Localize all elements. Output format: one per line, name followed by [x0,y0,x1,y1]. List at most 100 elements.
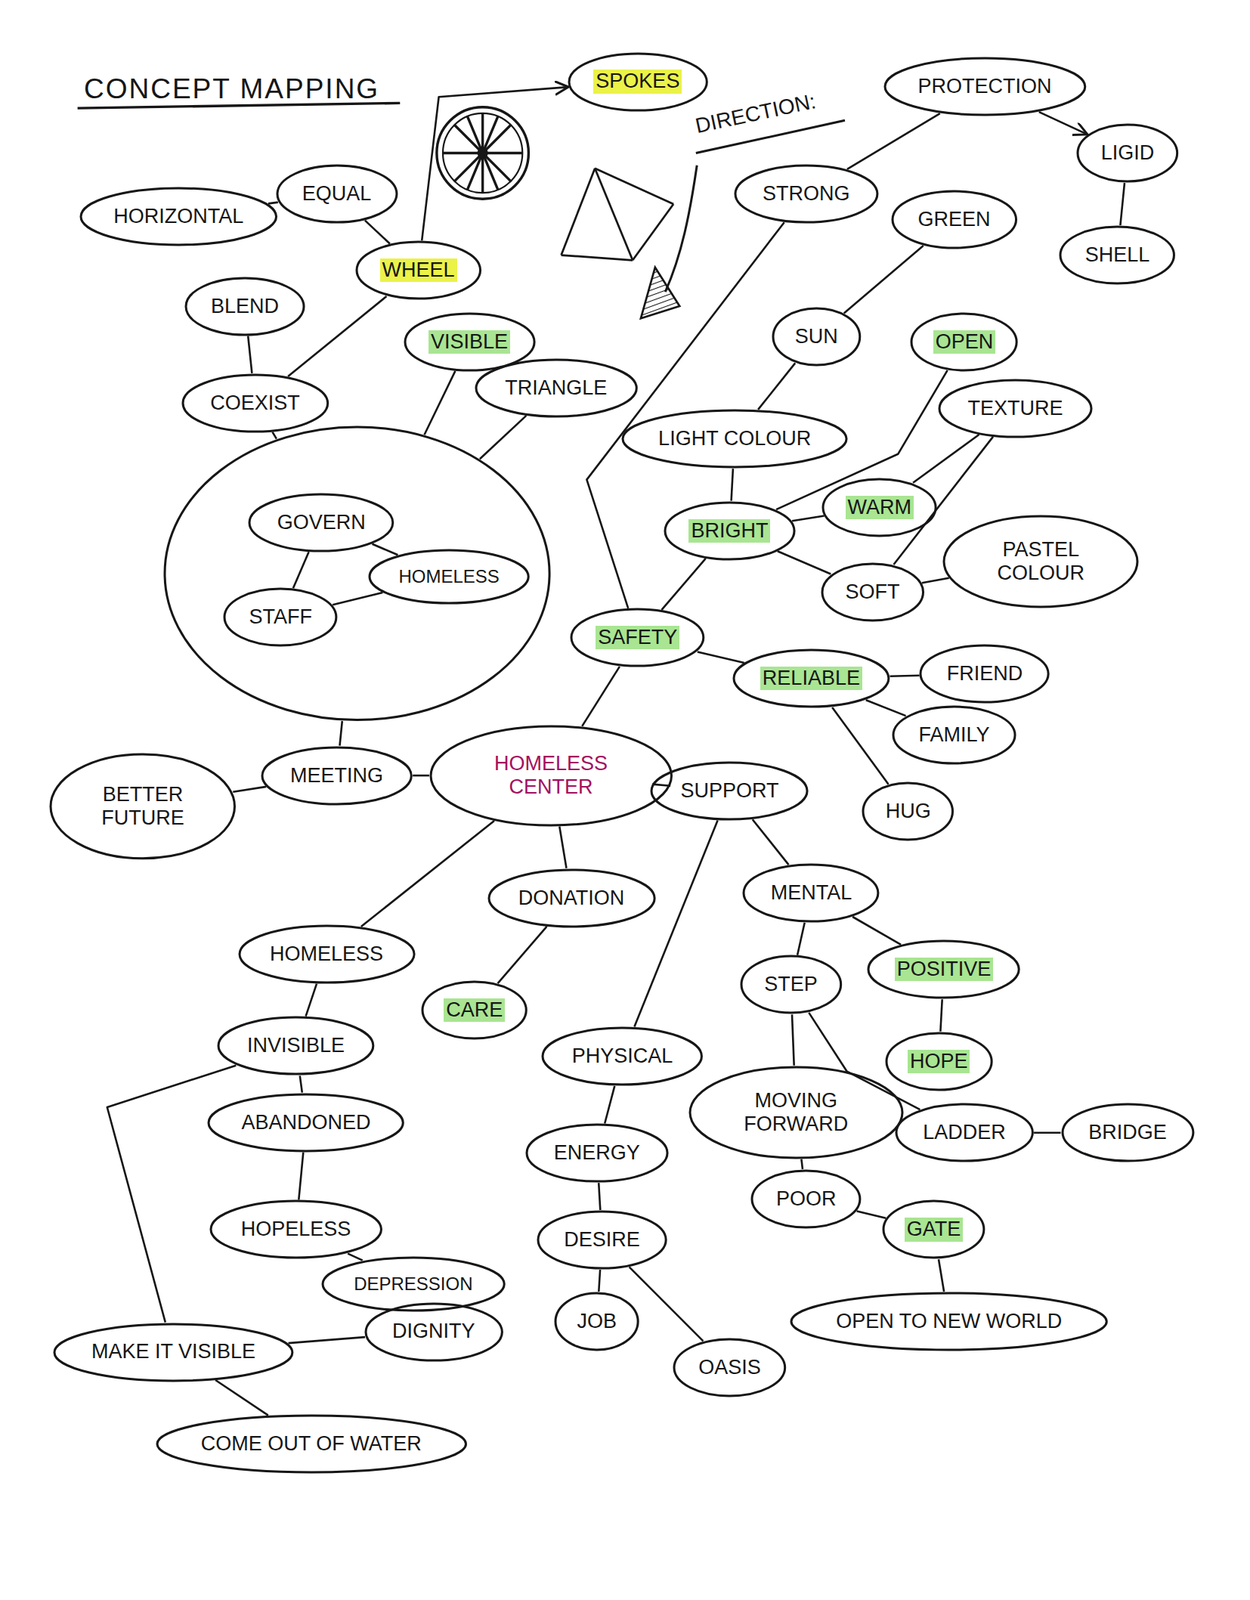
connector-line [857,1211,887,1219]
concept-ellipse: BRIDGE [1061,1102,1195,1163]
concept-ellipse: PHYSICAL [541,1026,703,1087]
connector-line [1039,111,1088,135]
connector-line [298,1152,304,1201]
connector-line [559,826,567,869]
connector-line [332,592,383,605]
concept-ellipse: TEXTURE [937,378,1093,439]
concept-ellipse: GATE [881,1199,986,1260]
concept-text: COEXIST [207,391,303,415]
concept-text: STRONG [760,182,853,206]
connector-line [293,551,310,588]
concept-ellipse: OASIS [672,1337,787,1398]
connector-line [247,336,252,374]
concept-ellipse: DESIRE [536,1209,668,1270]
connector-line [777,550,832,574]
connector-line [758,362,796,410]
concept-text: SUPPORT [677,779,781,803]
concept-ellipse: HOMELESS [368,548,530,605]
connector-line [479,415,527,459]
concept-text: FRIEND [944,662,1026,686]
concept-text: GREEN [915,207,993,232]
connector-line [1033,1131,1061,1134]
concept-ellipse: WARM [821,477,938,538]
concept-text: OASIS [696,1355,764,1380]
concept-ellipse: SAFETY [569,607,706,668]
concept-ellipse: MENTAL [742,863,880,923]
connector-line [832,707,888,785]
concept-ellipse: DONATION [487,868,656,929]
connector-line [801,1159,803,1170]
concept-ellipse: SUN [771,306,862,367]
concept-text: MENTAL [768,881,855,905]
connector-line [844,245,924,314]
pyramid-sketch [561,168,675,261]
concept-text: MOVING FORWARD [721,1089,870,1136]
connector-line [852,916,901,945]
concept-ellipse: HORIZONTAL [79,186,279,247]
concept-text: OPEN TO NEW WORLD [833,1309,1065,1334]
connector-line [662,558,706,610]
connector-line [421,86,569,241]
concept-ellipse: HUG [861,781,955,842]
connector-line [866,699,907,716]
concept-text: EQUAL [300,182,375,206]
concept-ellipse: OPEN [909,312,1018,372]
concept-ellipse: STRONG [733,163,879,224]
concept-text: GOVERN [275,510,369,535]
connector-line [940,999,942,1032]
connector-line [634,820,718,1028]
connector-line [598,1182,601,1210]
concept-text: DEPRESSION [351,1273,475,1295]
concept-text: COME OUT OF WATER [198,1432,424,1456]
concept-text: POSITIVE [894,957,994,981]
concept-text: SOFT [842,580,902,604]
concept-ellipse: GOVERN [247,492,395,553]
connector-line [912,434,979,483]
concept-text: SUN [792,324,841,349]
concept-text: TRIANGLE [502,376,610,400]
connector-line [288,1336,366,1343]
concept-text: DONATION [516,886,628,910]
connector-line [340,720,343,746]
concept-text: MAKE IT VISIBLE [89,1339,258,1364]
concept-ellipse: DEPRESSION [321,1256,506,1312]
concept-text: FAMILY [915,723,992,747]
connector-line [306,983,317,1017]
concept-ellipse: EQUAL [275,163,399,224]
concept-text: PROTECTION [915,74,1054,99]
concept-ellipse: JOB [553,1291,640,1352]
concept-text: HORIZONTAL [111,204,246,229]
concept-text: ABANDONED [239,1110,374,1135]
connector-line [372,544,399,555]
concept-ellipse: HOMELESS CENTER [429,724,674,827]
diagram-title: CONCEPT MAPPING [83,73,380,106]
concept-ellipse: LADDER [894,1102,1034,1163]
concept-ellipse: SOFT [820,562,926,622]
concept-ellipse: MOVING FORWARD [688,1065,904,1160]
connector-line [938,1259,944,1292]
concept-text: DIGNITY [389,1319,478,1343]
connector-line [1120,182,1125,226]
connector-line [347,1253,363,1261]
concept-ellipse: POSITIVE [866,939,1021,1000]
connector-line [792,1014,795,1065]
concept-ellipse: ENERGY [525,1123,669,1183]
connector-line [792,516,825,522]
concept-text: MEETING [287,764,386,788]
concept-text: BRIDGE [1086,1120,1170,1145]
concept-text: SHELL [1082,243,1153,267]
concept-ellipse: INVISIBLE [216,1015,375,1076]
group-ellipse: GOVERNHOMELESSSTAFF [163,425,551,722]
concept-ellipse: SUPPORT [649,761,809,821]
concept-ellipse: HOMELESS [238,924,416,984]
concept-text: RELIABLE [760,666,863,690]
concept-text: JOB [575,1309,620,1334]
concept-ellipse: FRIEND [918,643,1050,704]
concept-text: LIGHT COLOUR [655,426,814,451]
concept-text: HOMELESS [267,942,386,966]
connector-line [922,578,950,584]
concept-ellipse: STEP [739,954,843,1015]
connector-line [629,1266,704,1341]
concept-ellipse: ABANDONED [207,1092,405,1153]
concept-text: BLEND [208,294,282,319]
